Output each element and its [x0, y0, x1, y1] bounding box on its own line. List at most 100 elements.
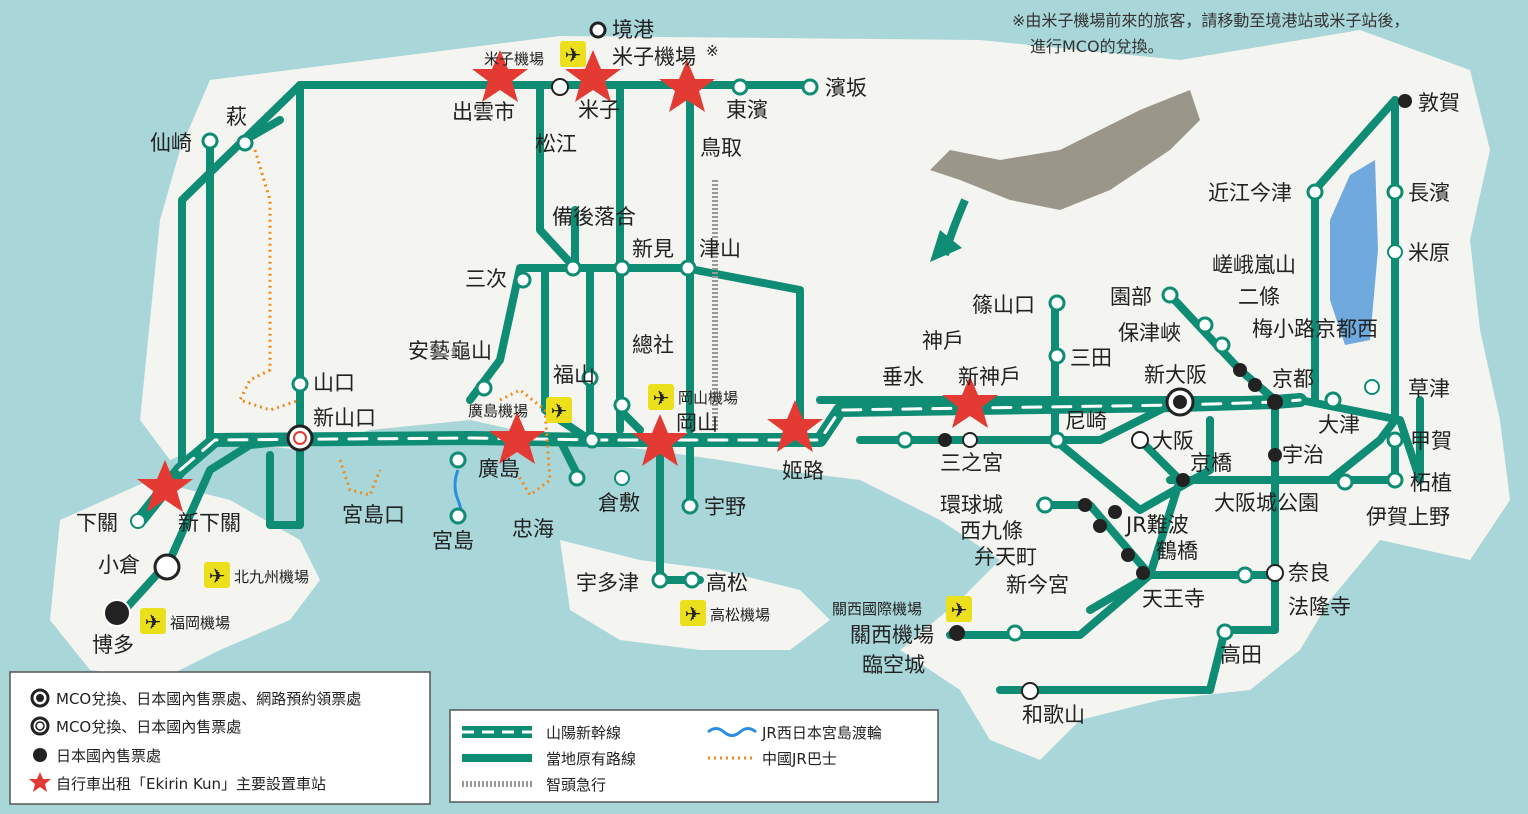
label-shin-yamaguchi: 新山口 [313, 406, 376, 430]
label-takamatsu-airport: 高松機場 [710, 606, 770, 624]
label-jr-namba: JR難波 [1124, 513, 1189, 537]
label-kansai-airport: 關西機場 [850, 623, 934, 647]
label-wakayama: 和歌山 [1022, 703, 1085, 727]
label-tottori: 鳥取 [700, 136, 742, 160]
ticket-office-icon [33, 748, 47, 762]
legend-bus: 中國JR巴士 [762, 750, 837, 768]
label-hiroshima: 廣島 [478, 457, 520, 481]
label-shin-kobe: 新神戶 [958, 365, 1021, 389]
label-sannomiya: 三之宮 [940, 451, 1003, 475]
label-miyajima: 宮島 [432, 529, 474, 553]
label-uno: 宇野 [704, 495, 746, 519]
label-maibara: 米原 [1408, 241, 1450, 265]
label-koka: 甲賀 [1410, 429, 1452, 453]
legend-item-mco-full: MCO兌換、日本國內售票處、網路預約領票處 [56, 690, 361, 708]
label-fukuyama: 福山 [553, 363, 595, 387]
label-hozukyo: 保津峽 [1118, 321, 1181, 345]
label-yamaguchi: 山口 [313, 371, 355, 395]
label-takada: 高田 [1220, 643, 1262, 667]
label-bentencho: 弁天町 [974, 545, 1037, 569]
label-shimonoseki: 下關 [76, 511, 118, 535]
label-shin-shimonoseki: 新下關 [178, 511, 241, 535]
label-sagaarashiyama: 嵯峨嵐山 [1212, 253, 1296, 277]
label-tsuyama: 津山 [699, 237, 741, 261]
label-yonago-airport-mark: ※ [706, 42, 719, 60]
label-rinku: 臨空城 [862, 653, 925, 677]
label-omi-imazu: 近江今津 [1208, 181, 1292, 205]
label-kitakyushu-airport: 北九州機場 [234, 568, 309, 586]
mco-icon [30, 716, 50, 736]
bicycle-star-icon [29, 772, 51, 792]
label-tarumi: 垂水 [882, 365, 924, 389]
label-uji: 宇治 [1282, 443, 1324, 467]
label-kusatsu: 草津 [1408, 377, 1450, 401]
ferry-legend-icon [707, 727, 757, 737]
label-umekoji: 梅小路京都西 [1252, 317, 1378, 341]
label-shin-imamiya: 新今宮 [1006, 573, 1069, 597]
label-miyoshi: 三次 [465, 267, 507, 291]
label-kurashiki: 倉敷 [598, 491, 640, 515]
label-tsuruga: 敦賀 [1418, 91, 1460, 115]
label-nara: 奈良 [1288, 561, 1330, 585]
label-hagi: 萩 [226, 105, 247, 129]
label-hiroshima-airport: 廣島機場 [468, 402, 528, 420]
label-matsue: 松江 [535, 132, 577, 156]
label-kansai-airport-int: 關西國際機場 [832, 600, 922, 618]
label-tennoji: 天王寺 [1142, 587, 1205, 611]
label-niimi: 新見 [632, 237, 674, 261]
label-okayama: 岡山 [676, 411, 718, 435]
bus-lines [237, 149, 552, 498]
svg-text:✈: ✈ [565, 43, 582, 67]
label-sasayamaguchi: 篠山口 [972, 293, 1035, 317]
label-yonago-airport: 米子機場 [612, 45, 696, 69]
label-kankyojo: 環球城 [940, 493, 1003, 517]
label-himeji: 姬路 [782, 459, 824, 483]
svg-text:✈: ✈ [145, 610, 162, 634]
station-markers[interactable] [201, 21, 1404, 642]
label-hamasaka: 濱坂 [825, 76, 867, 100]
label-kokura: 小倉 [98, 553, 140, 577]
label-kyobashi: 京橋 [1190, 451, 1232, 475]
legend-item-ticket-office: 日本國內售票處 [56, 747, 161, 765]
svg-text:✈: ✈ [551, 399, 568, 423]
legend-item-mco: MCO兌換、日本國內售票處 [56, 718, 241, 736]
label-tsuge: 柘植 [1410, 471, 1452, 495]
legend-ferry: JR西日本宮島渡輪 [761, 724, 882, 742]
label-sonobe: 園部 [1110, 285, 1152, 309]
label-nagahama: 長濱 [1408, 181, 1450, 205]
label-kobe: 神戶 [922, 329, 964, 353]
label-sakaiminato: 境港 [612, 18, 654, 42]
legend-chizu: 智頭急行 [546, 776, 606, 794]
label-takamatsu: 高松 [706, 571, 748, 595]
airplane-glyphs: ✈✈✈ ✈✈✈✈ [145, 43, 968, 634]
mco-note-line2: 進行MCO的兌換。 [1030, 37, 1164, 56]
legend-item-bicycle: 自行車出租「Ekirin Kun」主要設置車站 [56, 775, 326, 793]
label-osaka: 大阪 [1152, 429, 1194, 453]
label-tadanoumi: 忠海 [512, 517, 554, 541]
svg-text:✈: ✈ [653, 386, 670, 410]
svg-text:✈: ✈ [685, 602, 702, 626]
label-horyuji: 法隆寺 [1288, 595, 1351, 619]
legend-local: 當地原有路線 [546, 750, 636, 768]
label-aki-kameyama: 安藝龜山 [408, 339, 492, 363]
label-fukuoka-airport: 福岡機場 [170, 614, 230, 632]
label-kyoto: 京都 [1272, 367, 1314, 391]
label-okayama-airport: 岡山機場 [678, 389, 738, 407]
mco-note-line1: ※由米子機場前來的旅客，請移動至境港站或米子站後， [1012, 11, 1409, 30]
label-higashihama: 東濱 [726, 98, 768, 122]
label-tsuruhashi: 鶴橋 [1156, 539, 1198, 563]
label-shin-osaka: 新大阪 [1144, 363, 1207, 387]
svg-text:✈: ✈ [951, 598, 968, 622]
label-miyajimaguchi: 宮島口 [342, 503, 405, 527]
mco-markers[interactable] [103, 78, 1403, 700]
label-nijo: 二條 [1238, 285, 1280, 309]
ticket-office-markers[interactable] [1093, 94, 1412, 580]
label-yonago-airport-station: 米子機場 [484, 50, 544, 68]
label-soja: 總社 [632, 333, 674, 357]
label-hakata: 博多 [92, 633, 134, 657]
label-yonago: 米子 [578, 98, 620, 122]
airport-icons [140, 41, 972, 634]
japan-inset-icon [930, 90, 1200, 262]
station-labels: 境港 米子機場 米子機場 ※ 出雲市 米子 松江 鳥取 東濱 濱坂 萩 仙崎 備… [76, 18, 1460, 727]
